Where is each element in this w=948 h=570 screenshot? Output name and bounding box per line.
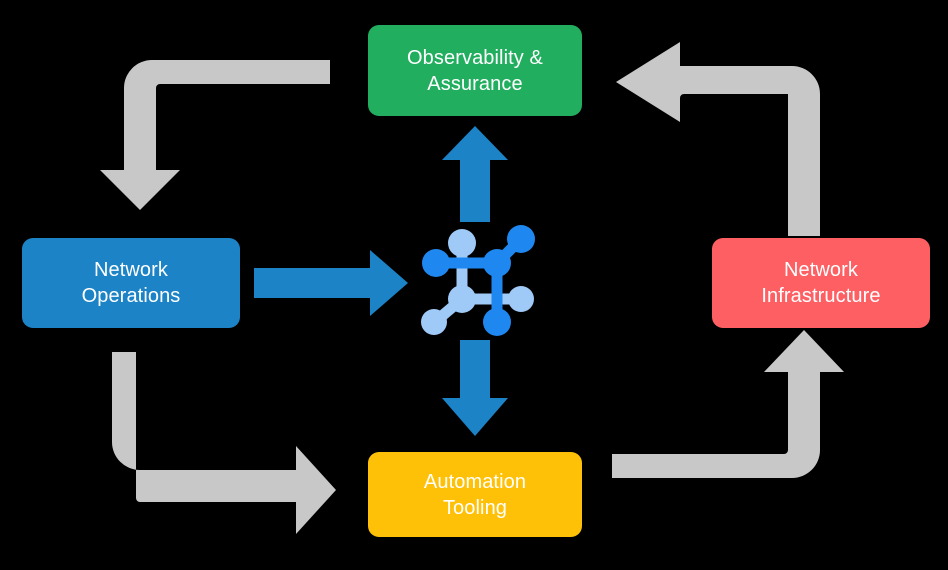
connector-netops-to-automation	[112, 352, 336, 534]
connector-netinfra-to-observability	[616, 42, 820, 236]
node-network-operations-label-line1: Network	[93, 259, 169, 281]
node-observability-and-assurance[interactable]: Observability & Assurance	[368, 25, 582, 116]
node-observability-label-line1: Observability &	[407, 46, 543, 69]
network-topology-icon-graphic	[421, 225, 535, 336]
connector-observability-to-netops	[100, 60, 330, 210]
node-network-infrastructure-label-line1: Network	[783, 259, 859, 281]
node-observability-label-line2: Assurance	[427, 72, 523, 95]
node-automation-tooling-label-line1: Automation	[423, 470, 527, 493]
node-network-operations[interactable]: Network Operations	[22, 238, 240, 328]
node-network-operations-label: Network Operations	[82, 257, 181, 309]
node-network-infrastructure-label: Network Infrastructure	[761, 257, 880, 309]
node-network-infrastructure-label-line2: Infrastructure	[761, 285, 881, 307]
node-observability-label: Observability & Assurance	[407, 45, 543, 97]
connector-automation-to-netinfra	[612, 330, 844, 478]
node-automation-tooling[interactable]: Automation Tooling	[368, 452, 582, 537]
node-network-infrastructure[interactable]: Network Infrastructure	[712, 238, 930, 328]
node-network-operations-label-line2: Operations	[81, 285, 181, 307]
connector-center-to-automation	[442, 340, 508, 436]
node-automation-tooling-label: Automation Tooling	[424, 469, 526, 521]
node-automation-tooling-label-line2: Tooling	[442, 496, 508, 519]
connector-center-to-observability	[442, 126, 508, 222]
connector-netops-to-center	[254, 250, 408, 316]
